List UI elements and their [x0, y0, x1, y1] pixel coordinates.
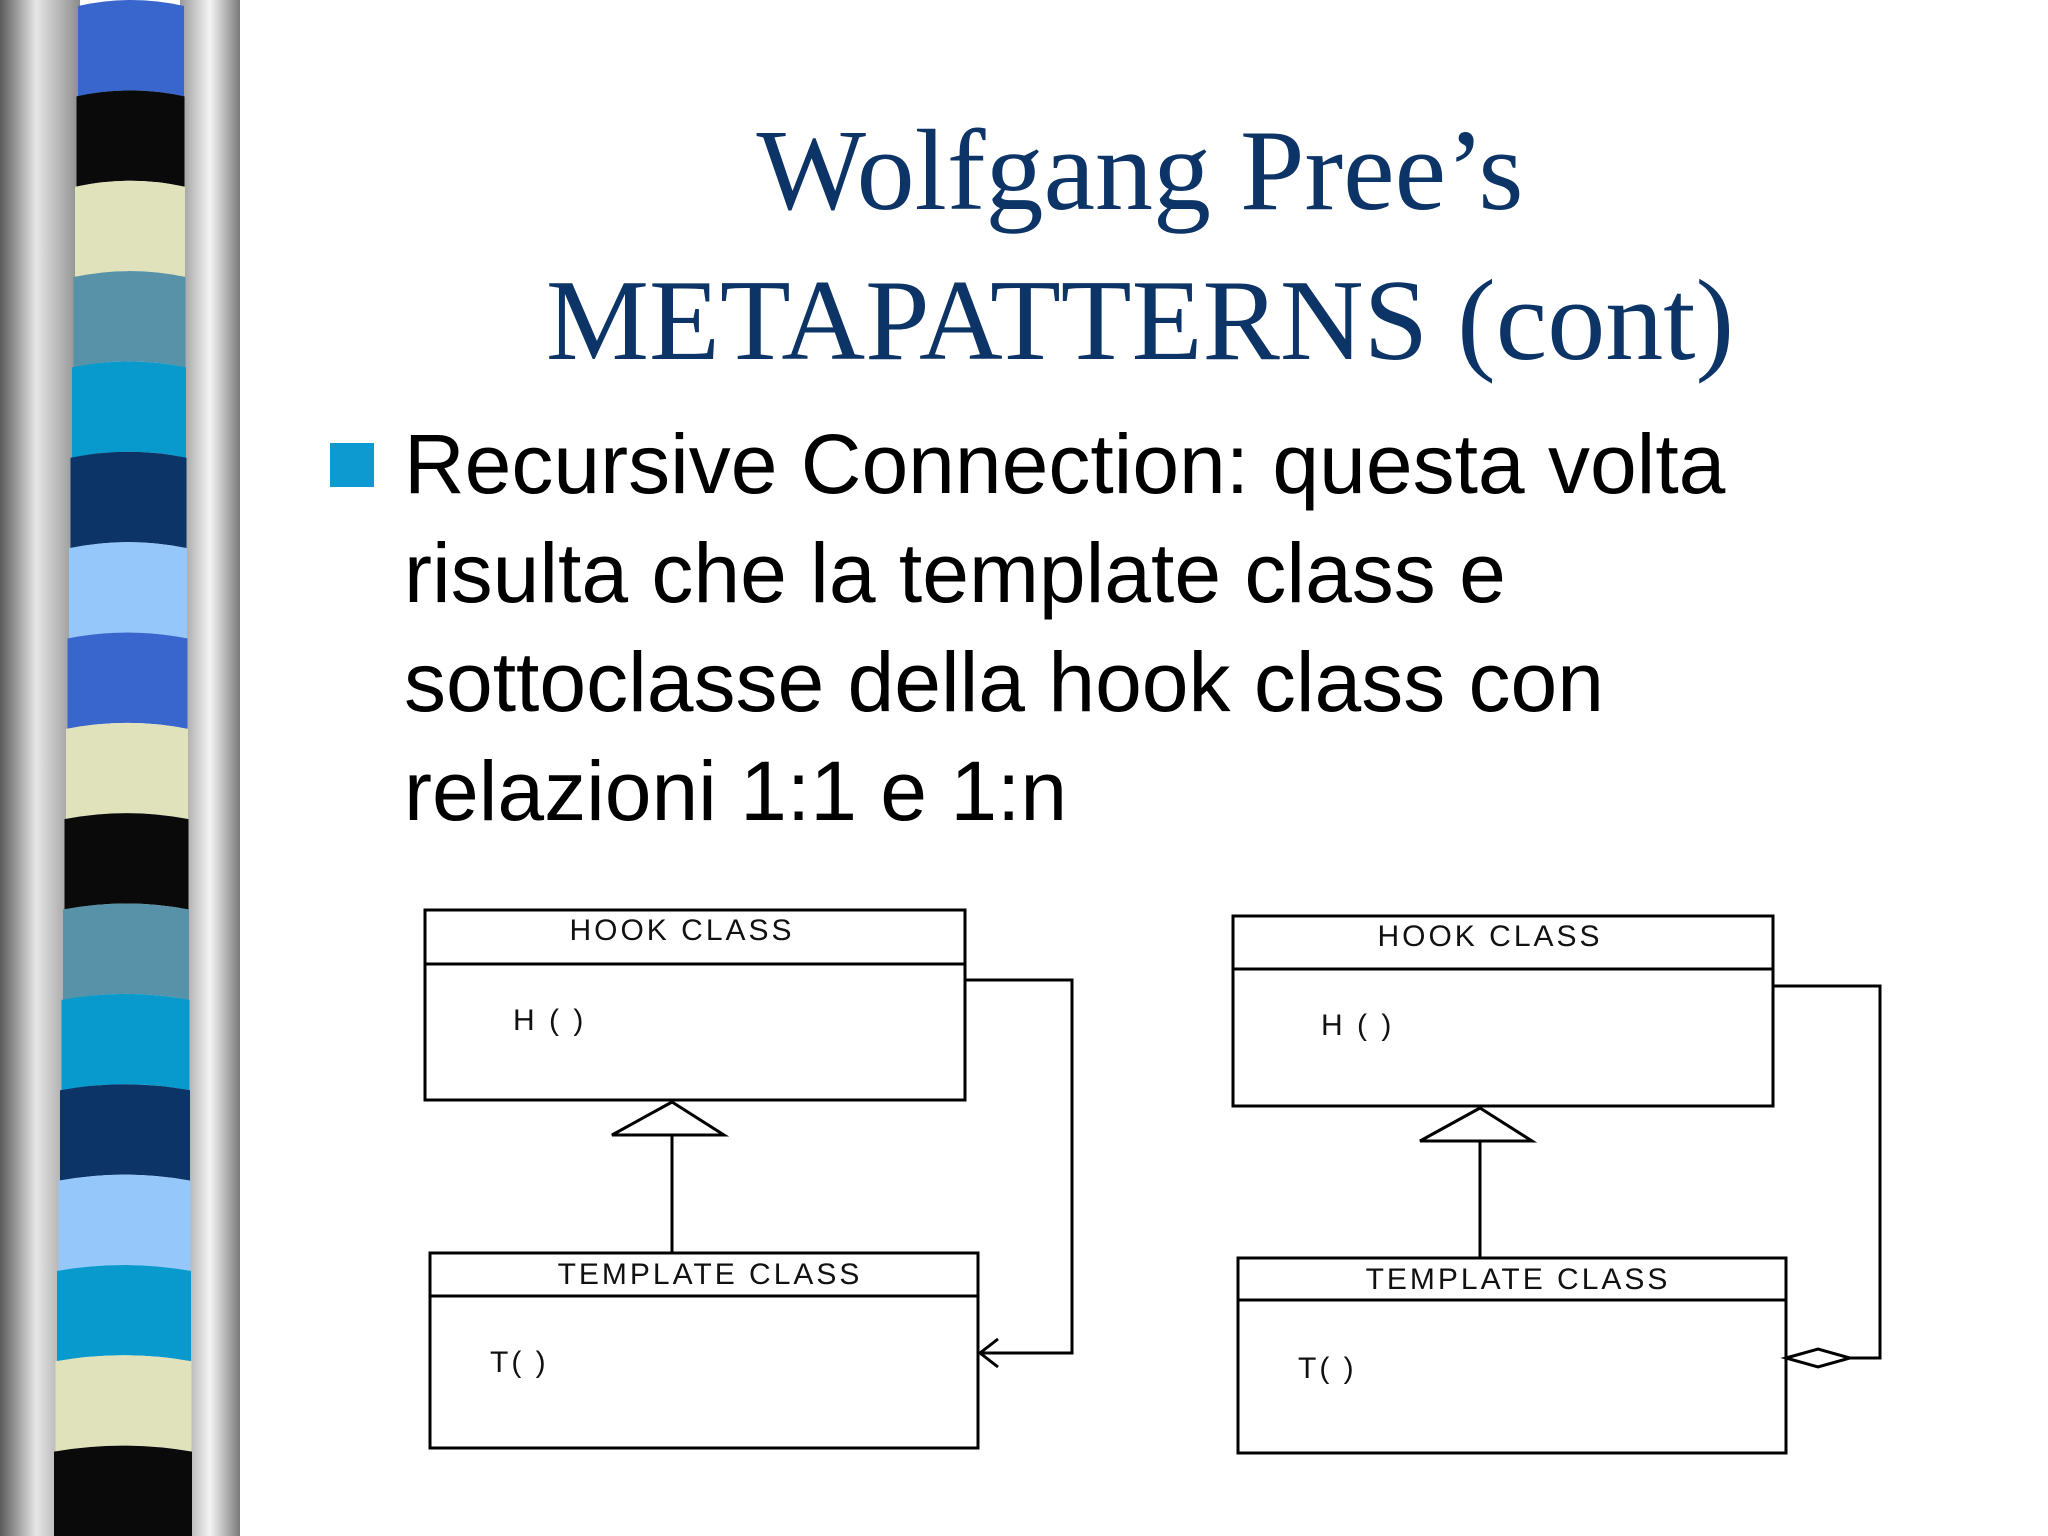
- stripe-band: [66, 722, 188, 820]
- stripe-band: [57, 1264, 191, 1362]
- left-template-class-box: [428, 1251, 980, 1450]
- slide-title-line-2: METAPATTERNS (cont): [545, 257, 1735, 385]
- right-recursive-aggregation-line: [1773, 984, 1882, 1360]
- bullet-text-line-4: relazioni 1:1 e 1:n: [404, 744, 1068, 838]
- right-template-class-method: T( ): [1298, 1352, 1357, 1385]
- stripe-band: [64, 813, 189, 910]
- decorative-stripe-bar: [0, 0, 240, 1536]
- right-aggregation-diamond-icon: [1780, 1347, 1856, 1369]
- left-template-class-name: TEMPLATE CLASS: [558, 1258, 863, 1291]
- right-hook-class-method: H ( ): [1321, 1009, 1394, 1042]
- stripe-band: [72, 361, 186, 458]
- stripe-band: [55, 1355, 192, 1452]
- stripe-band: [61, 993, 190, 1091]
- left-template-class-method: T( ): [490, 1346, 549, 1379]
- left-hook-class-name: HOOK CLASS: [569, 914, 794, 947]
- stripe-band: [76, 90, 185, 187]
- right-hook-class-box: [1231, 914, 1775, 1108]
- bullet-text: Recursive Connection: questa volta risul…: [404, 410, 1964, 846]
- right-uml-diagram: [1231, 914, 1882, 1455]
- left-hook-class-method: H ( ): [513, 1004, 586, 1037]
- stripe-band: [69, 542, 187, 639]
- left-open-arrowhead-icon: [977, 1337, 999, 1369]
- stripe-band: [75, 180, 185, 278]
- bullet-text-line-2: risulta che la template class e: [404, 526, 1506, 620]
- stripe-band: [73, 271, 186, 368]
- slide-title-line-1: Wolfgang Pree’s: [756, 107, 1524, 235]
- bullet-text-line-1: Recursive Connection: questa volta: [404, 417, 1726, 511]
- stripe-band: [78, 0, 184, 97]
- stripe-band: [70, 451, 187, 549]
- left-inheritance-arrow-icon: [611, 1100, 730, 1137]
- stripe-band: [63, 903, 189, 1000]
- right-template-class-name: TEMPLATE CLASS: [1366, 1263, 1671, 1296]
- stripe-band: [58, 1174, 191, 1271]
- stripe-band: [67, 632, 188, 729]
- bullet-text-line-3: sottoclasse della hook class con: [404, 635, 1604, 729]
- right-template-class-box: [1236, 1256, 1788, 1455]
- right-inheritance-arrow-icon: [1419, 1106, 1538, 1143]
- bullet-square-icon: [330, 443, 374, 487]
- stripe-band: [60, 1084, 190, 1181]
- left-uml-diagram: [423, 908, 1074, 1450]
- stripe-band: [54, 1445, 192, 1536]
- right-hook-class-name: HOOK CLASS: [1377, 920, 1602, 953]
- left-hook-class-box: [423, 908, 967, 1102]
- left-recursive-association-line: [965, 978, 1074, 1355]
